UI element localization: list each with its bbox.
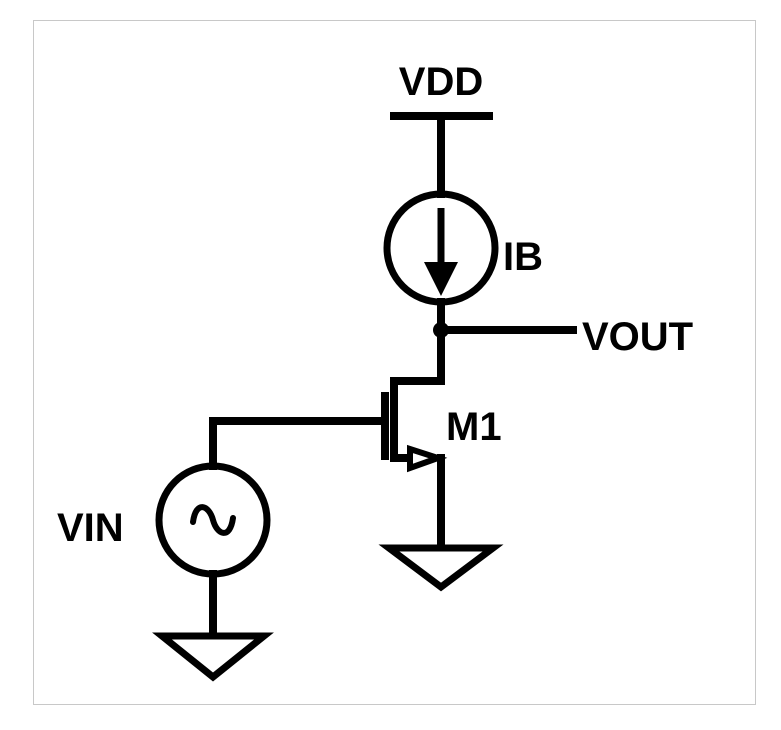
vout-label: VOUT xyxy=(582,315,693,359)
m1-label: M1 xyxy=(446,405,502,449)
m1-source-arrow-icon xyxy=(407,444,448,473)
ground-icon xyxy=(152,632,274,682)
vdd-label: VDD xyxy=(399,60,483,104)
wire-gate xyxy=(209,417,387,470)
ac-voltage-source-vin xyxy=(155,462,271,637)
ground-symbol-vin xyxy=(152,632,274,682)
sine-wave-icon xyxy=(190,504,236,536)
current-source-ib xyxy=(383,190,499,306)
ground-symbol-m1 xyxy=(378,544,504,592)
current-arrow-head-icon xyxy=(424,262,458,296)
vin-label: VIN xyxy=(57,506,124,550)
ib-label: IB xyxy=(503,235,543,279)
m1-drain-channel-source xyxy=(390,377,445,462)
ground-icon xyxy=(378,544,504,592)
nmos-transistor-m1 xyxy=(381,377,448,549)
diagram-frame xyxy=(33,20,756,705)
